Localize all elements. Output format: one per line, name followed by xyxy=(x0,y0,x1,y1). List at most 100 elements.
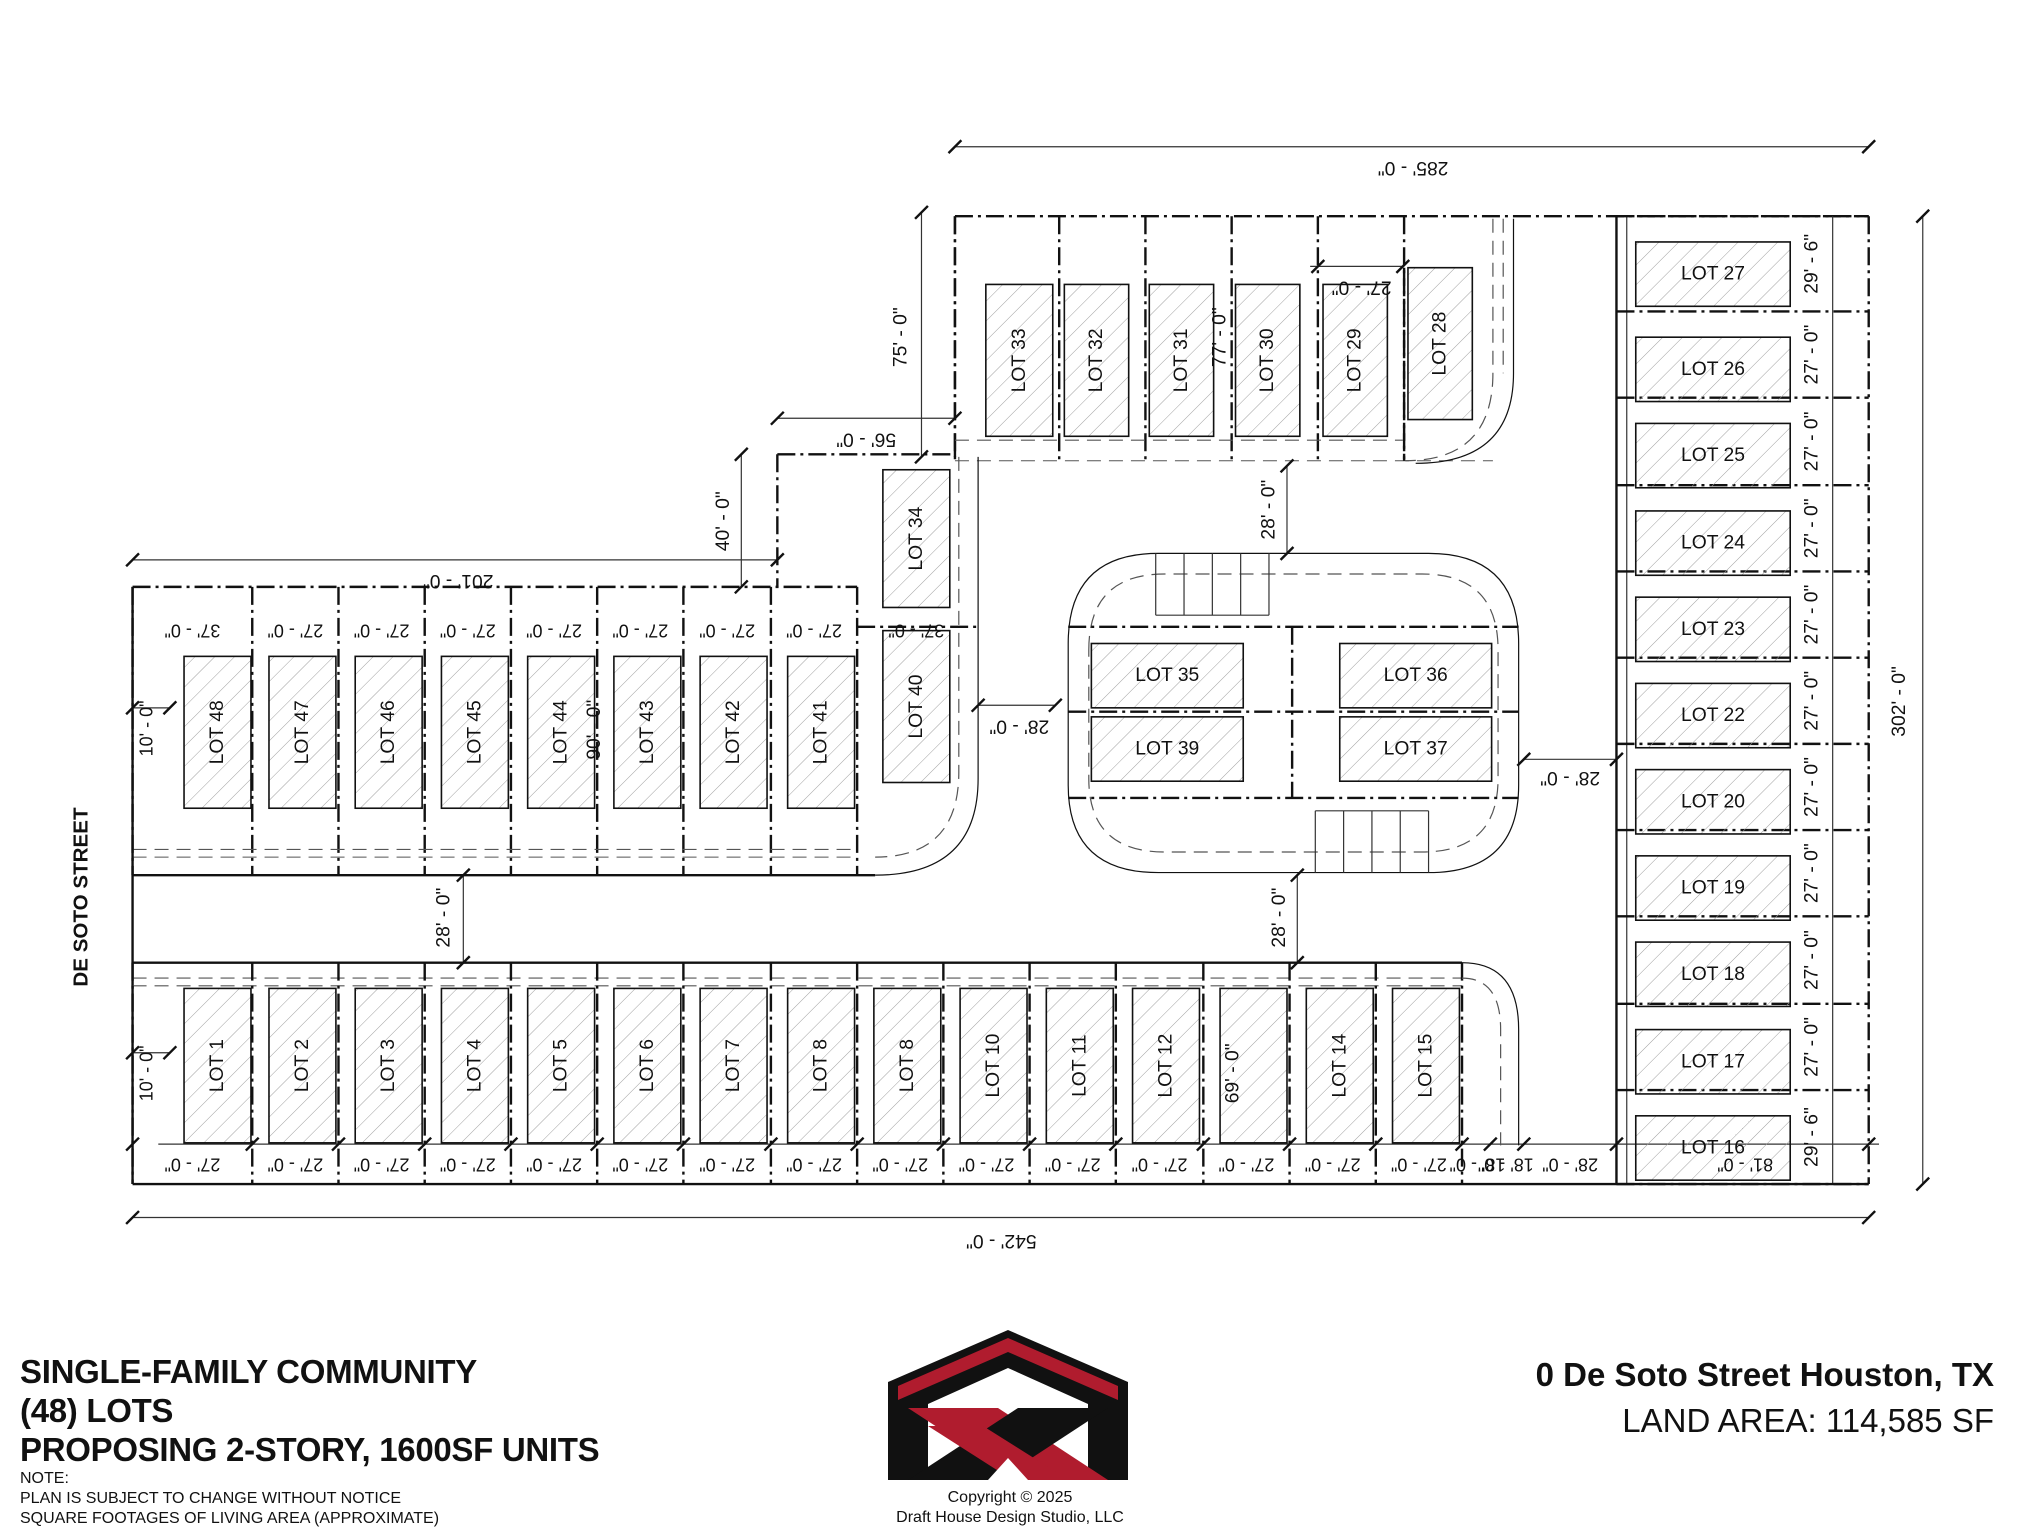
street-label: DE SOTO STREET xyxy=(70,807,93,987)
dimension-tick xyxy=(1454,1136,1470,1152)
house-footprint xyxy=(1322,283,1389,438)
house-footprint xyxy=(1634,336,1792,403)
dim-middle-lot: 27' - 0" xyxy=(354,621,410,641)
lot-label-upper: LOT 32 xyxy=(1086,328,1107,392)
dimension-tick xyxy=(125,1136,140,1152)
lot-label-bottom: LOT 8 xyxy=(811,1039,832,1092)
lot-label-island: LOT 36 xyxy=(1384,665,1448,686)
project-address: 0 De Soto Street Houston, TX xyxy=(1535,1356,1994,1393)
lot-label-right: LOT 22 xyxy=(1681,705,1745,726)
house-footprint xyxy=(1045,987,1115,1144)
dim-right-lot: 29' - 6" xyxy=(1802,234,1823,294)
lot-label-bottom: LOT 6 xyxy=(637,1039,658,1092)
dimension-tick xyxy=(1279,458,1295,474)
house-footprint xyxy=(1634,510,1792,577)
dim-middle-lot: 27' - 0" xyxy=(440,621,496,641)
dimension-tick xyxy=(914,205,929,220)
lot-label-middle: LOT 47 xyxy=(292,700,313,764)
dim-bottom-lot: 27' - 0" xyxy=(1391,1155,1447,1175)
house-footprint xyxy=(183,655,252,810)
lot-label-middle: LOT 41 xyxy=(811,700,832,764)
dim-right-lot: 27' - 0" xyxy=(1802,930,1823,990)
lot-label-bottom: LOT 11 xyxy=(1069,1034,1090,1097)
lot-label-bottom: LOT 4 xyxy=(464,1039,485,1093)
title-block: SINGLE-FAMILY COMMUNITY (48) LOTS PROPOS… xyxy=(20,1352,820,1529)
dimension-tick xyxy=(1915,1176,1931,1192)
lot-label-upper: LOT 29 xyxy=(1345,328,1366,392)
house-footprint xyxy=(985,283,1054,438)
dim-bottom-lot: 27' - 0" xyxy=(612,1155,668,1175)
dim-road-left-text: 28' - 0" xyxy=(989,715,1049,736)
dim-road-right-text: 28' - 0" xyxy=(1540,767,1600,788)
road-curb xyxy=(1462,962,1520,1146)
copyright-line-1: Copyright © 2025 xyxy=(947,1489,1073,1506)
house-footprints xyxy=(183,241,1792,1181)
dimension-tick xyxy=(125,552,140,568)
dimension-tick xyxy=(1196,1136,1211,1152)
house-footprint xyxy=(1148,283,1215,438)
lot-label-upper: LOT 33 xyxy=(1009,328,1030,392)
dim-bottom-lot: 27' - 0" xyxy=(164,1155,220,1175)
lot-label-bottom: LOT 8 xyxy=(897,1039,918,1092)
dim-lot40-width: 37' - 0" xyxy=(888,621,944,641)
house-footprint xyxy=(1338,642,1493,709)
house-footprint xyxy=(613,655,682,810)
house-footprint xyxy=(1131,987,1201,1144)
dim-right-lot: 27' - 0" xyxy=(1802,324,1823,384)
dimension-tick xyxy=(1368,1136,1384,1152)
dimension-tick xyxy=(1108,1136,1124,1152)
house-footprint xyxy=(1391,987,1461,1144)
dimension-tick xyxy=(849,1136,865,1152)
lot-label-middle: LOT 42 xyxy=(723,700,744,764)
dim-lot29-width: 27' - 0" xyxy=(1332,276,1392,297)
road-curb xyxy=(1462,977,1502,1146)
house-footprint xyxy=(882,629,951,784)
dim-road-main-text: 28' - 0" xyxy=(434,888,455,948)
house-footprint xyxy=(1305,987,1375,1144)
house-footprint xyxy=(1234,283,1301,438)
dim-bottom-lot: 27' - 0" xyxy=(526,1155,582,1175)
house-footprint xyxy=(1634,682,1792,749)
dimension-tick xyxy=(676,1136,691,1152)
house-footprint xyxy=(268,987,337,1144)
lot-label-right: LOT 20 xyxy=(1681,791,1745,812)
lot-label-right: LOT 27 xyxy=(1681,264,1745,285)
lot-label-upper: LOT 28 xyxy=(1430,312,1451,376)
house-footprint xyxy=(873,987,942,1144)
dimension-tick xyxy=(1048,697,1063,713)
dim-bottom-lot: 27' - 0" xyxy=(1045,1155,1101,1175)
dimension-tick xyxy=(763,1136,779,1152)
dim-left-block-text: 201' - 0" xyxy=(423,570,494,591)
dimension-tick xyxy=(1915,208,1931,224)
dimension-tick xyxy=(331,1136,346,1152)
dimension-tick xyxy=(734,447,749,462)
road-curb xyxy=(1415,218,1515,464)
project-info: 0 De Soto Street Houston, TX LAND AREA: … xyxy=(1294,1352,1994,1444)
dim-road-main2-text: 28' - 0" xyxy=(1269,888,1290,948)
house-footprint xyxy=(786,655,856,810)
copyright-line-2: Draft House Design Studio, LLC xyxy=(896,1509,1124,1526)
dim-middle-lot: 27' - 0" xyxy=(267,621,323,641)
dimension-tick xyxy=(162,1045,178,1061)
lot-label-right: LOT 23 xyxy=(1681,619,1745,640)
dimension-tick xyxy=(1290,867,1305,883)
dim-bottom-lot: 27' - 0" xyxy=(872,1155,928,1175)
lot-label-upper: LOT 30 xyxy=(1257,328,1278,392)
dimension-tick xyxy=(734,579,749,595)
dim-jog-height-text: 40' - 0" xyxy=(713,491,734,551)
dim-bottom-lot: 27' - 0" xyxy=(699,1155,755,1175)
site-labels: 542' - 0"302' - 0"285' - 0"201' - 0"56' … xyxy=(70,157,1911,1251)
house-footprint xyxy=(1407,266,1474,421)
note-line-2: SQUARE FOOTAGES OF LIVING AREA (APPROXIM… xyxy=(20,1510,440,1527)
dimension-tick xyxy=(589,1136,605,1152)
dimension-tick xyxy=(947,139,963,155)
dim-middle-depth: 90' - 0" xyxy=(584,700,605,760)
lot-label-island: LOT 39 xyxy=(1135,739,1199,760)
house-footprint xyxy=(526,987,596,1144)
dimension-tick xyxy=(417,1136,432,1152)
note-line-1: PLAN IS SUBJECT TO CHANGE WITHOUT NOTICE xyxy=(20,1490,402,1507)
lot-label-bottom: LOT 5 xyxy=(551,1039,572,1092)
dim-bottom-depth: 69' - 0" xyxy=(1222,1043,1243,1103)
dim-bottom-lot: 27' - 0" xyxy=(440,1155,496,1175)
